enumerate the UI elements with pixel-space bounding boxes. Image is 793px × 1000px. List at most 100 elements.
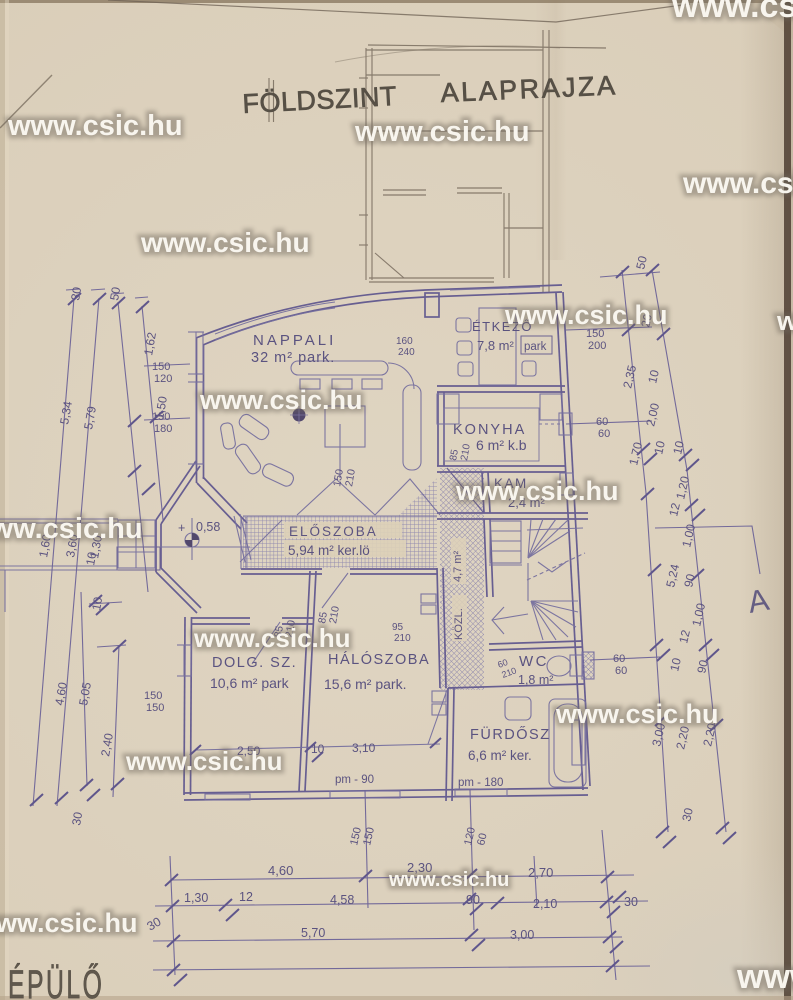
svg-text:12: 12 xyxy=(239,890,253,904)
svg-text:10: 10 xyxy=(311,742,325,756)
svg-text:www.csic.hu: www.csic.hu xyxy=(555,699,719,729)
svg-text:ÉPÜLŐ: ÉPÜLŐ xyxy=(8,962,104,1000)
svg-text:DOLG. SZ.: DOLG. SZ. xyxy=(212,655,297,671)
svg-text:150: 150 xyxy=(361,826,377,847)
svg-text:200: 200 xyxy=(588,340,606,352)
svg-text:www.csic.hu: www.csic.hu xyxy=(682,167,793,200)
svg-text:5,94 m² ker.lö: 5,94 m² ker.lö xyxy=(288,543,370,558)
svg-text:www.csic.hu: www.csic.hu xyxy=(736,958,793,996)
svg-text:+: + xyxy=(178,521,185,535)
svg-text:www.csic.hu: www.csic.hu xyxy=(193,623,351,653)
svg-text:210: 210 xyxy=(459,443,473,462)
svg-text:2,10: 2,10 xyxy=(533,897,557,911)
svg-text:210: 210 xyxy=(394,633,411,644)
svg-text:www.csic.hu: www.csic.hu xyxy=(671,0,793,25)
svg-text:150: 150 xyxy=(152,361,170,373)
svg-text:180: 180 xyxy=(154,423,172,435)
svg-text:90: 90 xyxy=(681,572,698,588)
svg-text:www.csic.hu: www.csic.hu xyxy=(125,746,283,776)
svg-text:KÖZL.: KÖZL. xyxy=(453,608,465,640)
svg-text:60: 60 xyxy=(615,665,627,677)
svg-text:4,60: 4,60 xyxy=(268,863,293,878)
svg-text:0,58: 0,58 xyxy=(196,520,220,534)
svg-text:60: 60 xyxy=(613,653,625,665)
svg-text:www.csic.hu: www.csic.hu xyxy=(388,869,509,891)
svg-text:6,6 m² ker.: 6,6 m² ker. xyxy=(468,748,532,763)
svg-text:www.csic.hu: www.csic.hu xyxy=(354,116,530,148)
svg-text:www.csic.hu: www.csic.hu xyxy=(682,167,793,200)
svg-text:NAPPALI: NAPPALI xyxy=(253,332,336,349)
svg-text:60: 60 xyxy=(598,428,610,440)
svg-text:4,60: 4,60 xyxy=(52,681,70,707)
svg-text:150: 150 xyxy=(152,411,170,423)
svg-text:1,00: 1,00 xyxy=(689,601,708,627)
svg-text:2,4 m²: 2,4 m² xyxy=(508,495,546,510)
svg-text:120: 120 xyxy=(462,826,478,847)
svg-text:210: 210 xyxy=(327,605,342,624)
svg-text:1,70: 1,70 xyxy=(626,440,645,466)
svg-text:15,6 m² park.: 15,6 m² park. xyxy=(324,676,406,692)
svg-text:32 m² park.: 32 m² park. xyxy=(251,350,335,366)
svg-text:2,00: 2,00 xyxy=(643,401,662,427)
svg-text:www.csic.hu: www.csic.hu xyxy=(140,227,310,258)
svg-text:2,30: 2,30 xyxy=(407,860,432,875)
svg-text:60: 60 xyxy=(596,416,608,428)
svg-text:30: 30 xyxy=(624,895,638,909)
svg-text:www.csic.hu: www.csic.hu xyxy=(504,300,668,330)
svg-text:www.csic.hu: www.csic.hu xyxy=(0,908,138,938)
svg-text:12: 12 xyxy=(666,501,683,517)
svg-text:120: 120 xyxy=(154,373,172,385)
svg-text:210: 210 xyxy=(500,665,518,680)
svg-text:5,05: 5,05 xyxy=(76,681,94,707)
svg-text:2,35: 2,35 xyxy=(620,363,639,389)
svg-text:150: 150 xyxy=(331,468,346,487)
svg-text:www.csic.hu: www.csic.hu xyxy=(199,385,363,415)
svg-text:www.csic.hu: www.csic.hu xyxy=(555,699,719,729)
svg-text:10: 10 xyxy=(83,551,99,567)
svg-text:60: 60 xyxy=(475,832,489,847)
svg-text:210: 210 xyxy=(283,619,298,638)
svg-text:30: 30 xyxy=(68,286,84,302)
svg-text:www.csic.hu: www.csic.hu xyxy=(504,300,668,330)
svg-text:www.csic.hu: www.csic.hu xyxy=(776,306,793,336)
svg-text:www.csic.hu: www.csic.hu xyxy=(455,476,619,506)
svg-text:2,20: 2,20 xyxy=(673,724,692,750)
svg-text:30: 30 xyxy=(679,806,696,822)
svg-text:10,6 m² park: 10,6 m² park xyxy=(210,675,290,691)
svg-text:5,79: 5,79 xyxy=(81,405,99,431)
svg-text:www.csic.hu: www.csic.hu xyxy=(125,746,283,776)
svg-text:20: 20 xyxy=(638,312,655,328)
svg-text:WC: WC xyxy=(519,653,549,670)
svg-text:3,00: 3,00 xyxy=(510,928,534,942)
svg-text:KONYHA: KONYHA xyxy=(453,422,526,438)
svg-text:50: 50 xyxy=(107,286,123,302)
svg-text:3,10: 3,10 xyxy=(352,741,376,755)
svg-text:7,8 m²: 7,8 m² xyxy=(477,338,515,353)
svg-text:95: 95 xyxy=(392,622,404,633)
svg-text:www.csic.hu: www.csic.hu xyxy=(736,958,793,996)
svg-text:3,00: 3,00 xyxy=(649,721,668,747)
svg-text:1,60: 1,60 xyxy=(36,533,54,559)
svg-text:150: 150 xyxy=(586,328,604,340)
svg-text:KAM.: KAM. xyxy=(494,476,533,491)
svg-text:5,34: 5,34 xyxy=(57,400,75,426)
svg-text:1,30: 1,30 xyxy=(184,891,208,905)
svg-text:4,7 m²: 4,7 m² xyxy=(452,550,464,582)
svg-text:www.csic.hu: www.csic.hu xyxy=(388,869,509,891)
svg-text:park: park xyxy=(524,341,547,353)
svg-text:1,8 m²: 1,8 m² xyxy=(518,673,553,687)
svg-text:50: 50 xyxy=(633,254,650,270)
svg-text:10: 10 xyxy=(667,656,684,672)
svg-text:2,40: 2,40 xyxy=(98,732,116,758)
svg-text:ELŐSZOBA: ELŐSZOBA xyxy=(289,524,378,539)
svg-text:www.csic.hu: www.csic.hu xyxy=(7,110,183,142)
svg-text:www.csic.hu: www.csic.hu xyxy=(671,0,793,25)
svg-text:60: 60 xyxy=(496,657,509,670)
svg-text:150: 150 xyxy=(146,702,164,714)
svg-text:www.csic.hu: www.csic.hu xyxy=(0,513,143,545)
svg-text:HÁLÓSZOBA: HÁLÓSZOBA xyxy=(328,651,430,668)
svg-text:85: 85 xyxy=(316,611,330,625)
svg-text:www.csic.hu: www.csic.hu xyxy=(199,385,363,415)
svg-text:10: 10 xyxy=(670,439,687,455)
svg-text:pm - 90: pm - 90 xyxy=(335,774,374,786)
